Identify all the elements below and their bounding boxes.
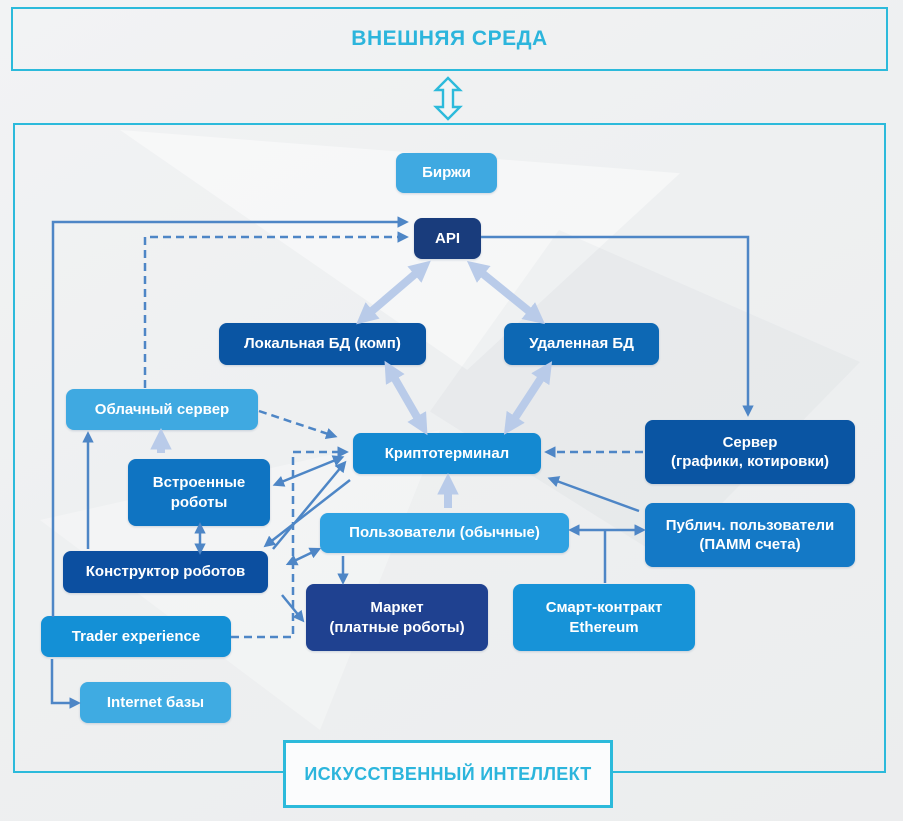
node-embedded-robots: Встроенные роботы: [128, 459, 270, 526]
node-server-quotes: Сервер (графики, котировки): [645, 420, 855, 484]
banner-external-environment: ВНЕШНЯЯ СРЕДА: [11, 7, 888, 71]
node-smart-contract: Смарт-контракт Ethereum: [513, 584, 695, 651]
node-regular-users: Пользователи (обычные): [320, 513, 569, 553]
node-exchanges: Биржи: [396, 153, 497, 193]
node-cryptoterminal: Криптотерминал: [353, 433, 541, 474]
node-trader-experience: Trader experience: [41, 616, 231, 657]
node-cloud-server: Облачный сервер: [66, 389, 258, 430]
node-local-db: Локальная БД (комп): [219, 323, 426, 365]
node-api: API: [414, 218, 481, 259]
banner-artificial-intelligence: ИСКУССТВЕННЫЙ ИНТЕЛЛЕКТ: [283, 740, 613, 808]
node-market: Маркет (платные роботы): [306, 584, 488, 651]
banner-artificial-intelligence-label: ИСКУССТВЕННЫЙ ИНТЕЛЛЕКТ: [304, 763, 592, 784]
node-remote-db: Удаленная БД: [504, 323, 659, 365]
banner-external-environment-label: ВНЕШНЯЯ СРЕДА: [351, 27, 548, 50]
node-public-users: Публич. пользователи (ПАММ счета): [645, 503, 855, 567]
node-robot-constructor: Конструктор роботов: [63, 551, 268, 593]
node-internet-bases: Internet базы: [80, 682, 231, 723]
